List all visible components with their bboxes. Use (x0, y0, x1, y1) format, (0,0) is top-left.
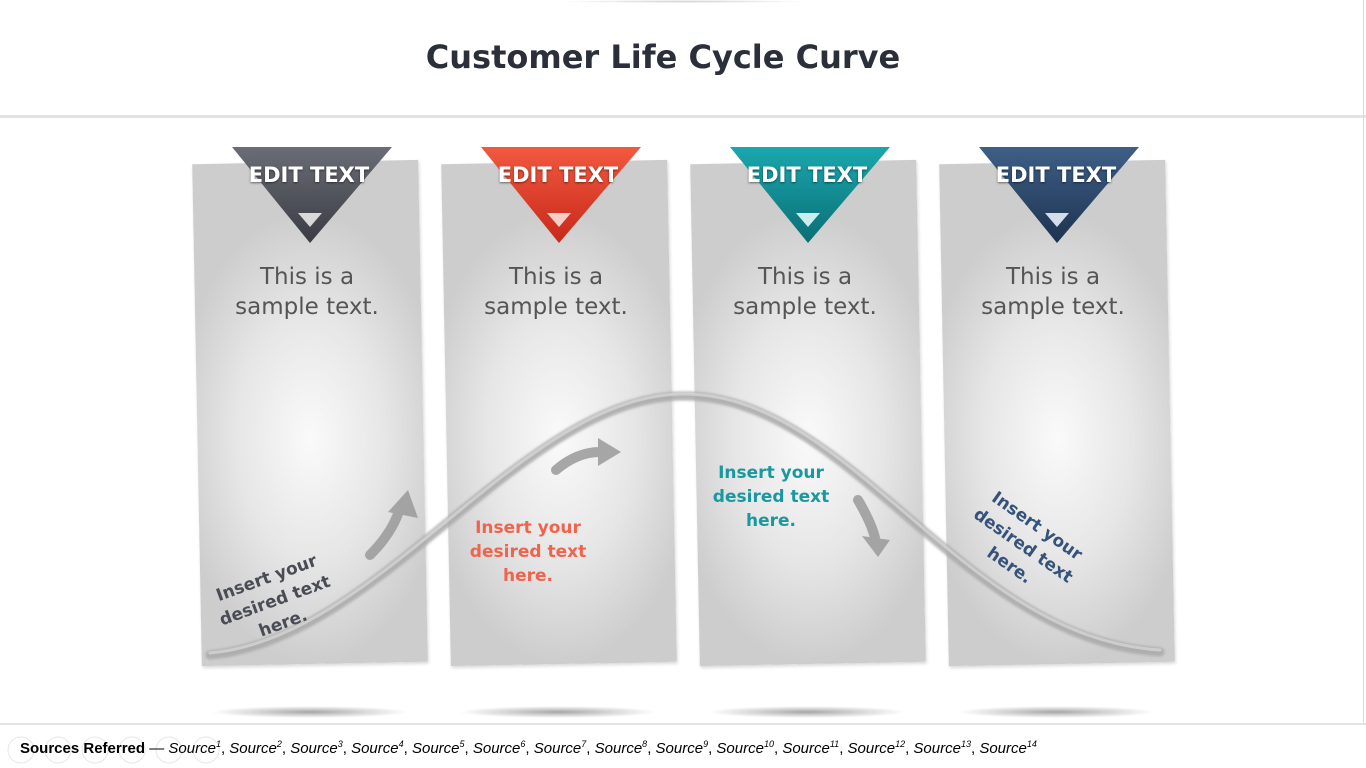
source-number: 11 (829, 739, 840, 749)
source-number: 5 (459, 739, 465, 749)
card-shadow-4 (956, 706, 1156, 718)
tab-stage-3[interactable]: EDIT TEXT (718, 147, 896, 247)
sample-text-4: This is a sample text. (940, 262, 1166, 322)
source-number: 2 (276, 739, 282, 749)
sample-line: This is a (508, 264, 604, 290)
sources-footer: Sources Referred — Source1, Source2, Sou… (20, 739, 1037, 757)
source-link[interactable]: Source13 (913, 739, 971, 757)
triangle-tab-icon (979, 147, 1139, 243)
source-link[interactable]: Source2 (229, 739, 282, 757)
note-line: Insert your (475, 518, 581, 538)
source-link[interactable]: Source14 (979, 739, 1037, 757)
tab-label: EDIT TEXT (248, 163, 370, 187)
sample-line: sample text. (981, 294, 1125, 320)
footer-divider (0, 723, 1366, 725)
tab-label: EDIT TEXT (497, 163, 619, 187)
card-shadow-1 (210, 706, 410, 718)
up-arrow-icon (365, 490, 418, 560)
sample-line: sample text. (484, 294, 628, 320)
tab-stage-1[interactable]: EDIT TEXT (220, 147, 398, 247)
note-line: here. (745, 511, 796, 531)
sample-line: This is a (757, 264, 853, 290)
source-number: 4 (398, 739, 404, 749)
stage-note-3: Insert your desired text here. (701, 461, 841, 533)
top-shadow-decoration (560, 0, 810, 3)
card-shadow-2 (458, 706, 658, 718)
source-link[interactable]: Source6 (472, 739, 526, 757)
sources-list: Source1, Source2, Source3, Source4, Sour… (168, 739, 1037, 757)
source-number: 1 (215, 739, 221, 749)
sources-label: Sources Referred (20, 740, 146, 757)
source-link[interactable]: Source10 (716, 739, 774, 757)
sample-text-1: This is a sample text. (194, 262, 420, 322)
sample-text-2: This is a sample text. (443, 262, 669, 322)
source-link[interactable]: Source11 (782, 739, 840, 757)
source-number: 13 (960, 739, 971, 749)
source-link[interactable]: Source4 (351, 739, 404, 757)
footer-watermark-icons (7, 736, 220, 764)
note-line: desired text (469, 542, 587, 562)
source-link[interactable]: Source3 (290, 739, 343, 757)
tab-stage-4[interactable]: EDIT TEXT (967, 147, 1145, 247)
source-link[interactable]: Source1 (168, 739, 221, 757)
source-number: 6 (520, 739, 526, 749)
source-number: 7 (581, 739, 587, 749)
source-link[interactable]: Source5 (411, 739, 465, 757)
note-line: Insert your (718, 463, 824, 483)
sources-dash: — (145, 740, 169, 757)
source-link[interactable]: Source8 (594, 739, 648, 757)
sample-text-3: This is a sample text. (692, 262, 918, 322)
tab-label: EDIT TEXT (995, 163, 1117, 187)
sample-line: sample text. (235, 294, 379, 320)
sample-line: This is a (1005, 264, 1101, 290)
stage-note-2: Insert your desired text here. (458, 516, 598, 588)
tab-label: EDIT TEXT (746, 163, 868, 187)
source-number: 14 (1026, 739, 1037, 749)
source-link[interactable]: Source12 (847, 739, 906, 757)
source-number: 9 (703, 739, 709, 749)
right-arrow-icon (551, 438, 621, 475)
note-line: desired text (712, 487, 830, 507)
tab-stage-2[interactable]: EDIT TEXT (469, 147, 647, 247)
sample-line: This is a (259, 264, 355, 290)
source-number: 8 (642, 739, 648, 749)
card-shadow-3 (707, 706, 907, 718)
triangle-tab-icon (481, 147, 641, 243)
note-line: here. (502, 566, 553, 586)
right-border (1363, 0, 1364, 725)
source-number: 3 (337, 739, 343, 749)
source-link[interactable]: Source9 (655, 739, 709, 757)
triangle-tab-icon (232, 147, 392, 243)
triangle-tab-icon (730, 147, 890, 243)
header-divider (0, 115, 1366, 118)
source-number: 12 (895, 739, 906, 749)
page-title: Customer Life Cycle Curve (425, 38, 901, 76)
down-arrow-icon (853, 495, 890, 557)
source-link[interactable]: Source7 (533, 739, 587, 757)
source-number: 10 (763, 739, 774, 749)
sample-line: sample text. (733, 294, 877, 320)
